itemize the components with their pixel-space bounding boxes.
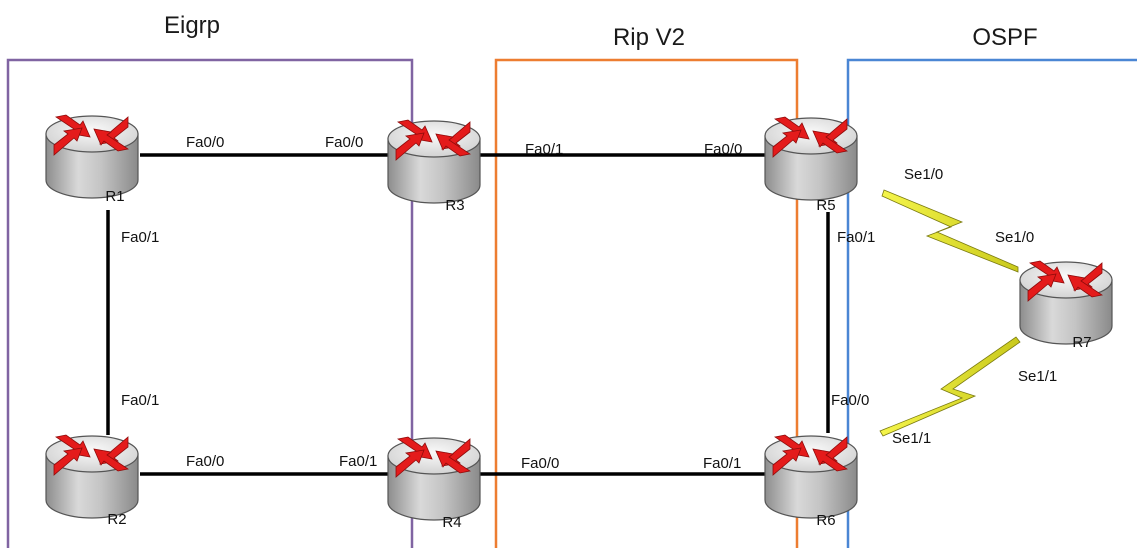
router-label: R6 (816, 512, 835, 529)
router-r4[interactable]: R4 (387, 436, 481, 531)
if-label-r3-fa0-0: Fa0/0 (325, 134, 363, 151)
if-label-r5-fa0-0: Fa0/0 (704, 141, 742, 158)
router-label: R7 (1072, 334, 1091, 351)
router-r5[interactable]: R5 (764, 116, 858, 214)
if-label-r4-fa0-1: Fa0/1 (339, 453, 377, 470)
zone-eigrp: Eigrp (6, 12, 414, 548)
if-label-r6-se1-1: Se1/1 (892, 430, 931, 447)
link-r5-r7 (881, 189, 1019, 273)
zone-rip-border (494, 58, 799, 548)
if-label-r5-fa0-1: Fa0/1 (837, 229, 875, 246)
if-label-r4-fa0-0: Fa0/0 (521, 455, 559, 472)
zone-rip: Rip V2 (494, 24, 799, 548)
router-icon (45, 434, 139, 519)
router-icon (1019, 260, 1113, 345)
router-icon (764, 116, 858, 201)
zone-rip-title: Rip V2 (613, 24, 685, 51)
zone-ospf: OSPF (846, 24, 1137, 548)
if-label-r1-fa0-1: Fa0/1 (121, 229, 159, 246)
router-icon (387, 436, 481, 521)
router-r7[interactable]: R7 (1019, 260, 1113, 351)
router-r2[interactable]: R2 (45, 434, 139, 528)
router-label: R4 (442, 514, 461, 531)
router-label: R1 (105, 188, 124, 205)
zone-ospf-border (846, 58, 1137, 548)
link-r6-r7 (879, 336, 1021, 437)
zone-ospf-title: OSPF (972, 24, 1037, 51)
router-label: R3 (445, 197, 464, 214)
if-label-r2-fa0-0: Fa0/0 (186, 453, 224, 470)
if-label-r5-se1-0: Se1/0 (904, 166, 943, 183)
router-label: R2 (107, 511, 126, 528)
links (106, 153, 1021, 476)
interface-labels: Fa0/0 Fa0/0 Fa0/1 Fa0/1 Fa0/0 Fa0/1 Fa0/… (121, 134, 1057, 472)
router-icon (387, 119, 481, 204)
router-r6[interactable]: R6 (764, 434, 858, 529)
if-label-r3-fa0-1: Fa0/1 (525, 141, 563, 158)
if-label-r7-se1-1: Se1/1 (1018, 368, 1057, 385)
zone-eigrp-border (6, 58, 414, 548)
router-icon (764, 434, 858, 519)
router-label: R5 (816, 197, 835, 214)
serial-link-r6-r7-bolt (879, 336, 1021, 437)
if-label-r6-fa0-1: Fa0/1 (703, 455, 741, 472)
zone-eigrp-title: Eigrp (164, 12, 220, 39)
router-r3[interactable]: R3 (387, 119, 481, 214)
serial-link-r5-r7-bolt (881, 189, 1019, 273)
if-label-r2-fa0-1: Fa0/1 (121, 392, 159, 409)
if-label-r6-fa0-0: Fa0/0 (831, 392, 869, 409)
router-r1[interactable]: R1 (45, 114, 139, 205)
if-label-r1-fa0-0: Fa0/0 (186, 134, 224, 151)
router-icon (45, 114, 139, 199)
if-label-r7-se1-0: Se1/0 (995, 229, 1034, 246)
